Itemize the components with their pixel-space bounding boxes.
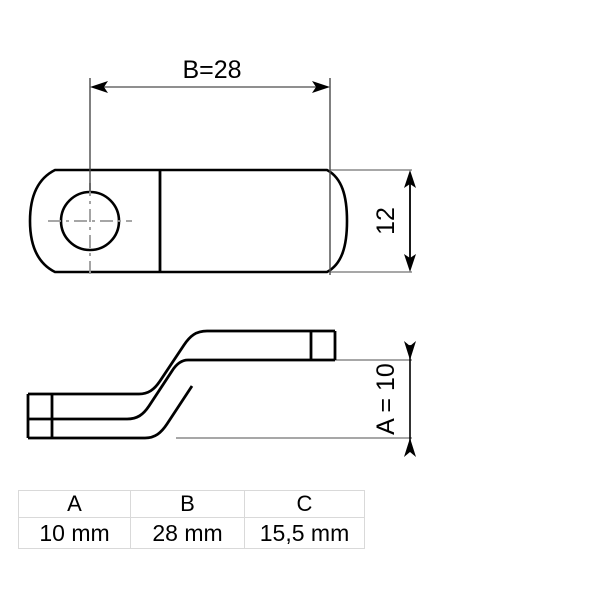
table-header-c: C xyxy=(244,490,365,518)
table-value-c: 15,5 mm xyxy=(244,517,365,549)
table-header-b: B xyxy=(130,490,245,518)
table-header-row: A B C xyxy=(18,490,365,518)
top-view-outline xyxy=(28,168,349,274)
table-value-b: 28 mm xyxy=(130,517,245,549)
side-view: A = 10 xyxy=(26,329,416,457)
b-arrow-right xyxy=(312,81,330,93)
a-dimension-label: A = 10 xyxy=(372,363,400,435)
width-arrow-bottom xyxy=(404,254,416,272)
a-arrow-bottom xyxy=(404,438,416,457)
table-value-a: 10 mm xyxy=(18,517,131,549)
table-header-a: A xyxy=(18,490,131,518)
side-view-top-edge xyxy=(28,329,335,396)
side-view-lower-underside xyxy=(28,385,194,440)
side-view-bottom-edge xyxy=(28,358,335,421)
table-value-row: 10 mm 28 mm 15,5 mm xyxy=(18,517,365,549)
top-view: B=28 12 xyxy=(28,56,416,278)
a-arrow-top xyxy=(404,341,416,360)
width-arrow-top xyxy=(404,170,416,188)
b-dimension-label: B=28 xyxy=(182,56,241,84)
width-dimension-label: 12 xyxy=(372,207,400,235)
dimension-table: A B C 10 mm 28 mm 15,5 mm xyxy=(18,490,365,549)
b-arrow-left xyxy=(90,81,108,93)
